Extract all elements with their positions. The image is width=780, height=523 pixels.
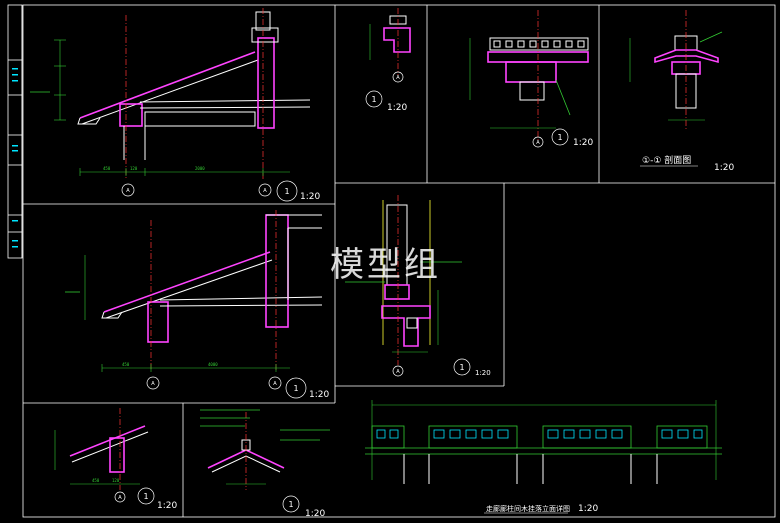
panel-7-dim-1: 450 <box>92 478 100 483</box>
panel-5-dim-2: 4000 <box>208 362 218 367</box>
detail-number-circle <box>285 377 307 399</box>
axis-bubble-a <box>532 136 544 148</box>
panel-8-ridge-detail: 1 1:20 <box>200 409 330 519</box>
detail-number: 1 <box>288 500 293 509</box>
axis-label: A <box>126 188 130 194</box>
axis-label: A <box>151 381 155 387</box>
axis-bubble-a <box>121 183 135 197</box>
panel-3-scale: 1:20 <box>573 138 593 148</box>
panel-5-scale: 1:20 <box>309 390 329 400</box>
detail-number: 1 <box>459 363 464 372</box>
panel-9-scale: 1:20 <box>578 504 598 514</box>
panel-7-small-eave: 450 120 A 1 1:20 <box>54 408 177 511</box>
detail-number-circle <box>453 358 471 376</box>
axis-bubble-a <box>114 491 126 503</box>
detail-number-circle <box>137 487 155 505</box>
panel-grid <box>22 4 776 518</box>
detail-number: 1 <box>371 95 376 104</box>
panel-1-dim-2: 120 <box>130 166 138 171</box>
axis-bubble-a <box>392 365 404 377</box>
axis-label: A <box>118 495 122 501</box>
panel-1-dim-1: 450 <box>103 166 111 171</box>
axis-label: A <box>273 381 277 387</box>
axis-bubble-a <box>392 71 404 83</box>
axis-bubble-a <box>146 376 160 390</box>
axis-label: A <box>396 369 400 375</box>
panel-7-dim-2: 120 <box>112 478 120 483</box>
panel-4-section-1-1: ①-① 剖面图 1:20 <box>629 10 734 173</box>
panel-1-dim-3: 2000 <box>195 166 205 171</box>
panel-2-scale: 1:20 <box>387 103 407 113</box>
axis-bubble-a <box>258 183 272 197</box>
axis-label: A <box>263 188 267 194</box>
panel-3-beam-detail: A 1 1:20 <box>469 10 593 148</box>
panel-7-scale: 1:20 <box>157 501 177 511</box>
axis-label: A <box>536 140 540 146</box>
panel-4-title: ①-① 剖面图 <box>642 154 691 166</box>
panel-8-scale: 1:20 <box>305 509 325 519</box>
panel-9-title: 走廊廊柱间木挂落立面详图 <box>486 504 570 513</box>
panel-9-hanging-screen-elevation: 走廊廊柱间木挂落立面详图 1:20 <box>365 400 722 514</box>
panel-6-scale: 1:20 <box>475 369 491 377</box>
panel-5-eave-section: 450 4000 A A 1 1:20 <box>65 210 329 400</box>
title-block-strip <box>7 4 23 259</box>
panel-2-small-detail: A 1 1:20 <box>365 8 411 113</box>
axis-bubble-a <box>268 376 282 390</box>
detail-number-circle <box>276 180 298 202</box>
panel-1-eave-section: 450 120 2000 A A 1 1:20 <box>30 8 320 202</box>
detail-number-circle <box>282 495 300 513</box>
detail-number: 1 <box>557 133 562 142</box>
detail-number: 1 <box>143 492 148 501</box>
panel-4-scale: 1:20 <box>714 163 734 173</box>
detail-number-circle <box>365 90 383 108</box>
detail-number: 1 <box>293 384 298 393</box>
panel-5-dim-1: 450 <box>122 362 130 367</box>
detail-number-circle <box>551 128 569 146</box>
axis-label: A <box>396 75 400 81</box>
panel-1-scale: 1:20 <box>300 192 320 202</box>
watermark-text: 模型组 <box>330 245 441 285</box>
panel-6-column-detail: A 1 1:20 <box>345 195 491 377</box>
detail-number: 1 <box>284 187 289 196</box>
